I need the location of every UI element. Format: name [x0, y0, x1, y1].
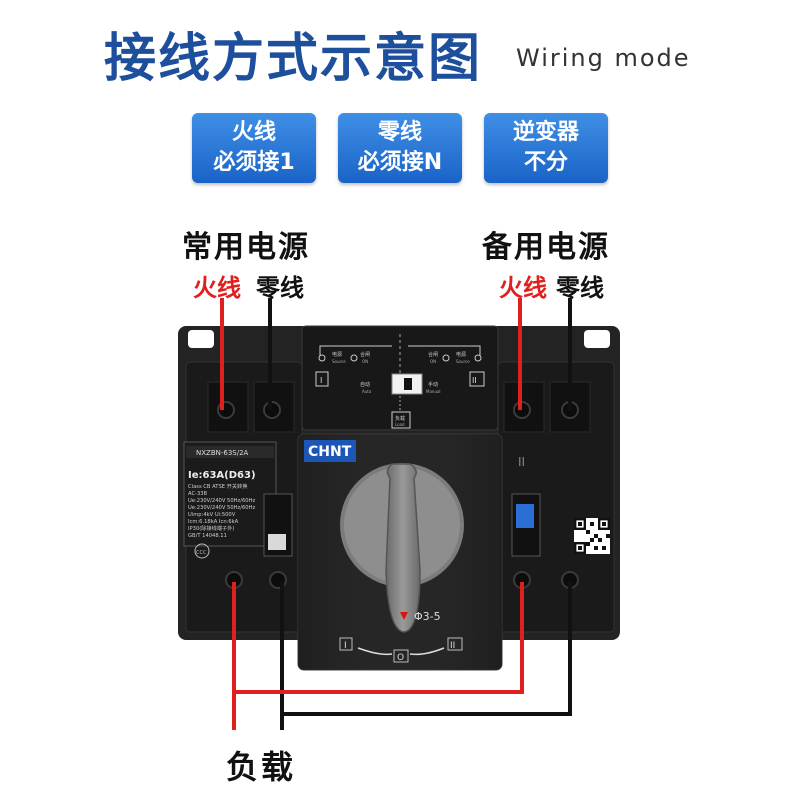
dial-pos-ii: II: [450, 641, 455, 651]
spec-line: Ue:230V/240V 50Hz/60Hz: [188, 505, 256, 511]
backup-neutral-label: 零线: [556, 274, 604, 302]
badge-inverter-line2: 不分: [523, 150, 568, 175]
right-source-node: [474, 354, 482, 362]
dial-arrow-right: [409, 647, 445, 656]
right-source-text: 电源: [456, 351, 466, 358]
page-title: 接线方式示意图: [104, 29, 483, 89]
dial-pos-i-box: [339, 637, 353, 651]
dial-pos-i: I: [344, 641, 347, 651]
left-circuit-line: [319, 345, 392, 356]
badge-neutral-wire: 零线 必须接N: [338, 113, 462, 183]
right-phase-mark: II: [518, 455, 525, 469]
right-circuit-line: [408, 345, 481, 356]
spec-line: Class CB ATSE 开关转换: [188, 482, 248, 490]
ccc-mark: [194, 543, 210, 559]
lock-label: Φ3-5: [414, 610, 441, 623]
load-neutral-wire: [280, 582, 572, 716]
mount-hole-tl: [188, 330, 214, 348]
slot-i-text: I: [320, 376, 322, 385]
dial-pos-o: O: [397, 653, 404, 663]
main-live-label: 火线: [193, 274, 241, 302]
rating-text: Ie:63A(D63): [188, 470, 256, 481]
left-on-text: 合闸: [360, 351, 370, 358]
left-on-en: ON: [362, 359, 368, 364]
right-source-en: Source: [456, 359, 470, 364]
slot-ii-text: II: [472, 376, 477, 385]
spec-line: Uimp:4kV Ui:500V: [188, 512, 236, 518]
left-source-node: [318, 354, 326, 362]
load-en: Load: [395, 422, 405, 427]
left-source-text: 电源: [332, 351, 342, 358]
main-source-title: 常用电源: [182, 230, 310, 265]
left-switch-indicator: [268, 534, 286, 550]
left-on-node: [350, 354, 358, 362]
spec-line: Icm:6.18kA Icn:6kA: [188, 519, 239, 525]
auto-en: Auto: [362, 389, 372, 394]
ccc-mark-text: CCC: [196, 550, 207, 556]
brand-logo: CHNT: [308, 444, 352, 460]
right-on-en: ON: [430, 359, 436, 364]
load-text: 负载: [395, 415, 405, 422]
slot-i-box: [315, 371, 329, 387]
dial-arrow-left: [357, 647, 393, 656]
right-on-text: 合闸: [428, 351, 438, 358]
auto-text: 自动: [360, 381, 370, 388]
backup-source-title: 备用电源: [482, 230, 610, 265]
slot-ii-box: [469, 371, 485, 387]
model-text: NXZBN-63S/2A: [196, 449, 249, 457]
dial-pos-ii-box: [447, 637, 463, 651]
badge-live-line1: 火线: [231, 120, 276, 145]
model-strip: [186, 446, 274, 458]
badge-inverter: 逆变器 不分: [484, 113, 608, 183]
load-box: [391, 411, 411, 429]
right-switch-indicator: [516, 504, 534, 528]
main-neutral-label: 零线: [256, 274, 304, 302]
top-terminal-screws: [207, 381, 591, 433]
manual-en: Manual: [426, 389, 441, 394]
badge-inverter-line1: 逆变器: [512, 120, 579, 145]
spec-line: GB/T 14048.11: [188, 533, 227, 539]
handle-pointer: [400, 612, 408, 620]
manual-text: 手动: [428, 381, 438, 388]
load-label: 负载: [226, 748, 297, 786]
brand-logo-box: [304, 440, 356, 462]
right-on-node: [442, 354, 450, 362]
spec-line: Ue:230V/240V 50Hz/60Hz: [188, 498, 256, 504]
badge-neutral-line1: 零线: [377, 120, 422, 145]
badge-live-wire: 火线 必须接1: [192, 113, 316, 183]
backup-load-live-wire: [234, 582, 524, 694]
spec-line: IP30(除接线端子外): [188, 524, 234, 532]
mount-hole-tr: [584, 330, 610, 348]
page-subtitle: Wiring mode: [516, 44, 691, 72]
badge-neutral-line2: 必须接N: [357, 150, 443, 175]
badge-live-line2: 必须接1: [213, 150, 295, 175]
backup-live-label: 火线: [499, 274, 547, 302]
auto-manual-switch-knob: [404, 378, 412, 390]
qr-code: [574, 518, 610, 554]
spec-line: AC-33B: [188, 491, 208, 497]
rotary-handle: [385, 463, 421, 633]
dial-pos-o-box: [393, 649, 409, 663]
left-source-en: Source: [332, 359, 346, 364]
